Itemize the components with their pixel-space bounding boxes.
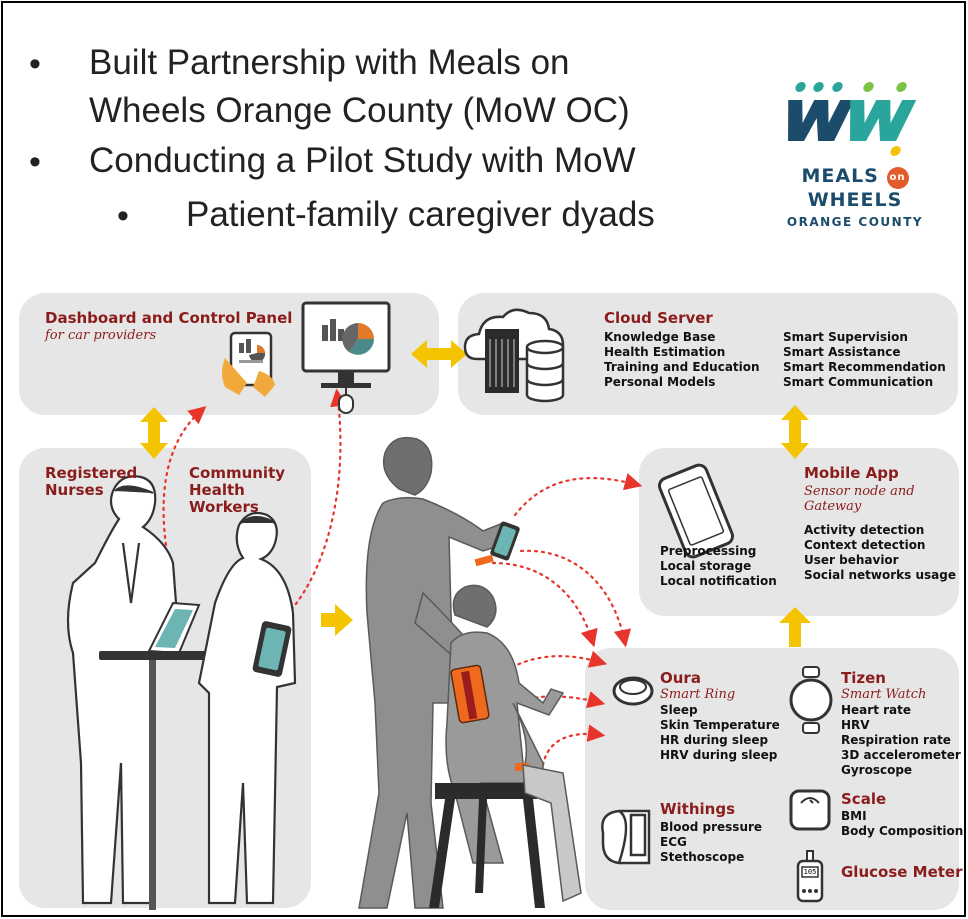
cloud-service: Personal Models bbox=[604, 375, 716, 389]
tizen-metric: Gyroscope bbox=[841, 763, 913, 777]
mobile-subtitle: Sensor node and Gateway bbox=[804, 484, 915, 514]
meals-on-wheels-logo: MEALS on WHEELS ORANGE COUNTY bbox=[755, 73, 955, 229]
oura-metric: Sleep bbox=[660, 703, 698, 717]
bp-monitor-icon bbox=[601, 809, 651, 865]
tizen-metric: HRV bbox=[841, 718, 870, 732]
mobile-features-right: Activity detection Context detection Use… bbox=[804, 523, 956, 583]
watch-band-icon bbox=[515, 763, 529, 771]
tizen-metric: Heart rate bbox=[841, 703, 912, 717]
oura-title: Oura bbox=[660, 669, 701, 687]
mobile-feature: Activity detection bbox=[804, 523, 925, 537]
cloud-mobile-arrow bbox=[781, 405, 809, 459]
handheld-tablet-icon bbox=[252, 621, 292, 677]
sensors-mobile-arrow bbox=[779, 607, 811, 647]
laptop-icon bbox=[99, 601, 209, 910]
mobile-phone-icon bbox=[658, 463, 734, 559]
bullet-line: Patient-family caregiver dyads bbox=[186, 195, 655, 234]
cloud-server-icon bbox=[463, 308, 565, 403]
cloud-services-right: Smart Supervision Smart Assistance Smart… bbox=[783, 330, 946, 390]
cloud-service: Smart Communication bbox=[783, 375, 934, 389]
tizen-metric: 3D accelerometer bbox=[841, 748, 961, 762]
data-flow-arrows bbox=[140, 340, 811, 647]
tizen-subtitle: Smart Watch bbox=[841, 687, 927, 702]
tablet-icon bbox=[222, 331, 275, 397]
smartphone-icon bbox=[474, 521, 520, 567]
oura-metric: HR during sleep bbox=[660, 733, 769, 747]
providers-patient-arrow bbox=[321, 604, 353, 636]
mobile-feature: Context detection bbox=[804, 538, 926, 552]
tizen-metrics: Heart rate HRV Respiration rate 3D accel… bbox=[841, 703, 961, 778]
oura-metric: Skin Temperature bbox=[660, 718, 780, 732]
withings-metric: ECG bbox=[660, 835, 687, 849]
cloud-title: Cloud Server bbox=[604, 309, 713, 327]
watch-icon bbox=[789, 666, 833, 734]
patient-figure bbox=[445, 584, 565, 864]
ring-icon bbox=[612, 676, 654, 706]
mow-figures-icon bbox=[788, 82, 917, 156]
mobile-feature: Local storage bbox=[660, 559, 752, 573]
oura-metrics: Sleep Skin Temperature HR during sleep H… bbox=[660, 703, 780, 763]
scale-icon bbox=[789, 789, 831, 831]
mobile-feature: Local notification bbox=[660, 574, 777, 588]
cloud-service: Smart Supervision bbox=[783, 330, 908, 344]
mobile-feature: User behavior bbox=[804, 553, 899, 567]
mobile-feature: Social networks usage bbox=[804, 568, 956, 582]
nurse-figure bbox=[66, 475, 181, 905]
mobile-title: Mobile App bbox=[804, 464, 899, 482]
scale-title: Scale bbox=[841, 790, 887, 808]
glucose-title: Glucose Meter bbox=[841, 863, 963, 881]
cloud-service: Smart Assistance bbox=[783, 345, 901, 359]
logo-county: ORANGE COUNTY bbox=[786, 215, 924, 229]
scale-metric: BMI bbox=[841, 809, 867, 823]
logo-word: WHEELS bbox=[807, 189, 903, 211]
dashboard-providers-arrow bbox=[140, 407, 168, 459]
tizen-title: Tizen bbox=[841, 669, 886, 687]
chw-figure bbox=[197, 511, 297, 905]
cloud-service: Smart Recommendation bbox=[783, 360, 946, 374]
glucose-meter-icon bbox=[796, 850, 824, 903]
bullet-line: Conducting a Pilot Study with MoW bbox=[89, 141, 636, 180]
withings-metric: Blood pressure bbox=[660, 820, 763, 834]
architecture-graphics bbox=[66, 301, 833, 910]
mobile-feature: Preprocessing bbox=[660, 544, 757, 558]
monitor-icon bbox=[301, 301, 391, 414]
oura-subtitle: Smart Ring bbox=[660, 687, 736, 702]
dashboard-cloud-arrow bbox=[411, 340, 467, 368]
nurses-label: Registered Nurses bbox=[45, 464, 138, 499]
chair-icon bbox=[429, 783, 545, 908]
glucose-display: 105 bbox=[803, 868, 817, 876]
cloud-service: Knowledge Base bbox=[604, 330, 716, 344]
dashboard-title: Dashboard and Control Panel bbox=[45, 309, 293, 327]
bullet-line: Wheels Orange County (MoW OC) bbox=[89, 91, 630, 130]
scale-metric: Body Composition bbox=[841, 824, 964, 838]
logo-on-badge: on bbox=[886, 167, 909, 189]
withings-title: Withings bbox=[660, 800, 736, 818]
cloud-service: Training and Education bbox=[604, 360, 760, 374]
dashboard-subtitle: for car providers bbox=[45, 328, 157, 343]
cloud-service: Health Estimation bbox=[604, 345, 726, 359]
logo-word: MEALS bbox=[801, 165, 879, 187]
cloud-services-left: Knowledge Base Health Estimation Trainin… bbox=[604, 330, 760, 390]
bullet-line: Built Partnership with Meals on bbox=[89, 43, 570, 82]
scale-metrics: BMI Body Composition bbox=[841, 809, 963, 839]
withings-metrics: Blood pressure ECG Stethoscope bbox=[660, 820, 762, 865]
withings-metric: Stethoscope bbox=[660, 850, 745, 864]
mobile-features-left: Preprocessing Local storage Local notifi… bbox=[660, 544, 777, 589]
oura-metric: HRV during sleep bbox=[660, 748, 778, 762]
chw-label: Community Health Workers bbox=[189, 464, 286, 516]
tizen-metric: Respiration rate bbox=[841, 733, 951, 747]
patient-legs bbox=[522, 764, 582, 903]
